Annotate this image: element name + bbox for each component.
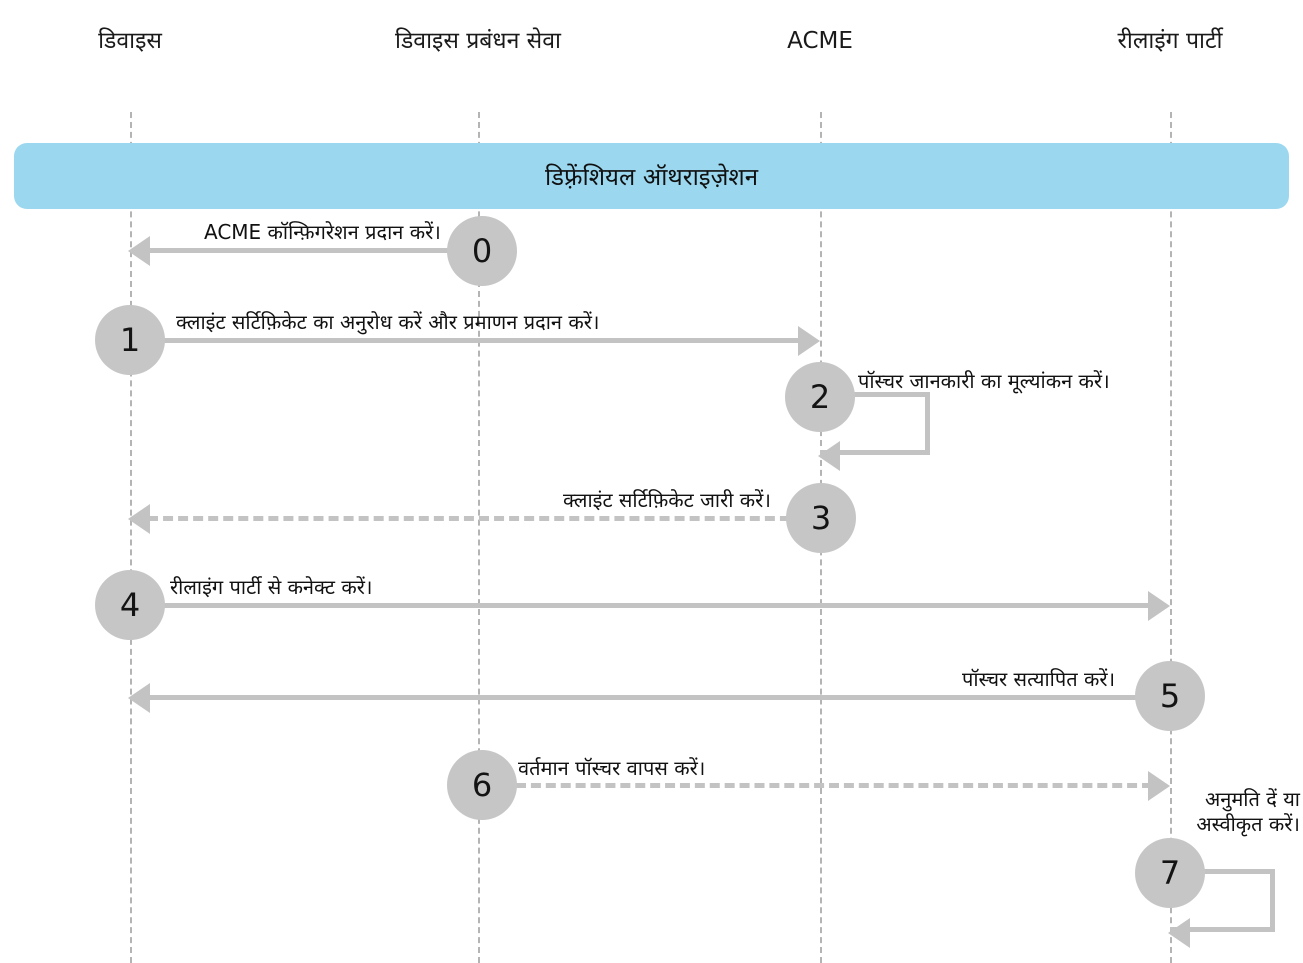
message-line-step-3 [148,516,820,521]
message-line-step-6 [516,783,1152,788]
arrow-head-step-6 [1148,771,1170,801]
message-label-step-6: वर्तमान पॉस्चर वापस करें। [518,756,706,780]
step-marker-0: 0 [447,216,517,286]
message-label-step-3: क्लाइंट सर्टिफ़िकेट जारी करें। [563,488,771,512]
step-marker-5: 5 [1135,661,1205,731]
step-marker-3: 3 [786,483,856,553]
arrow-head-step-4 [1148,591,1170,621]
lifeline-header-relying-party: रीलाइंग पार्टी [1117,28,1223,54]
lifeline-header-acme: ACME [787,28,853,54]
lifeline-header-device-management-service: डिवाइस प्रबंधन सेवा [395,28,561,54]
message-line-step-0 [148,248,478,253]
message-line-step-1 [130,338,802,343]
message-label-step-5: पॉस्चर सत्यापित करें। [962,667,1116,691]
self-loop-step-2 [820,392,930,455]
step-marker-2: 2 [785,362,855,432]
phase-banner-label: डिफ़्रेंशियल ऑथराइज़ेशन [544,162,759,191]
message-line-step-4 [130,603,1152,608]
step-marker-6: 6 [447,750,517,820]
message-label-step-2: पॉस्चर जानकारी का मूल्यांकन करें। [858,369,1110,393]
arrow-head-step-7 [1168,918,1190,948]
phase-banner: डिफ़्रेंशियल ऑथराइज़ेशन [14,143,1289,209]
step-marker-4: 4 [95,570,165,640]
message-label-step-0: ACME कॉन्फ़िगरेशन प्रदान करें। [204,220,441,244]
lifeline-header-device: डिवाइस [98,28,162,54]
arrow-head-step-3 [128,504,150,534]
lifeline-device-management-service [478,112,480,963]
message-label-step-7: अनुमति दें या अस्वीकृत करें। [1196,787,1300,836]
arrow-head-step-5 [128,683,150,713]
step-marker-1: 1 [95,305,165,375]
arrow-head-step-0 [128,236,150,266]
self-loop-step-7 [1170,869,1275,932]
step-marker-7: 7 [1135,838,1205,908]
arrow-head-step-1 [798,326,820,356]
lifeline-relying-party [1170,112,1172,963]
message-label-step-4: रीलाइंग पार्टी से कनेक्ट करें। [170,575,373,599]
message-line-step-5 [148,695,1170,700]
lifeline-device [130,112,132,963]
message-label-step-1: क्लाइंट सर्टिफ़िकेट का अनुरोध करें और प्… [176,310,600,334]
arrow-head-step-2 [818,441,840,471]
